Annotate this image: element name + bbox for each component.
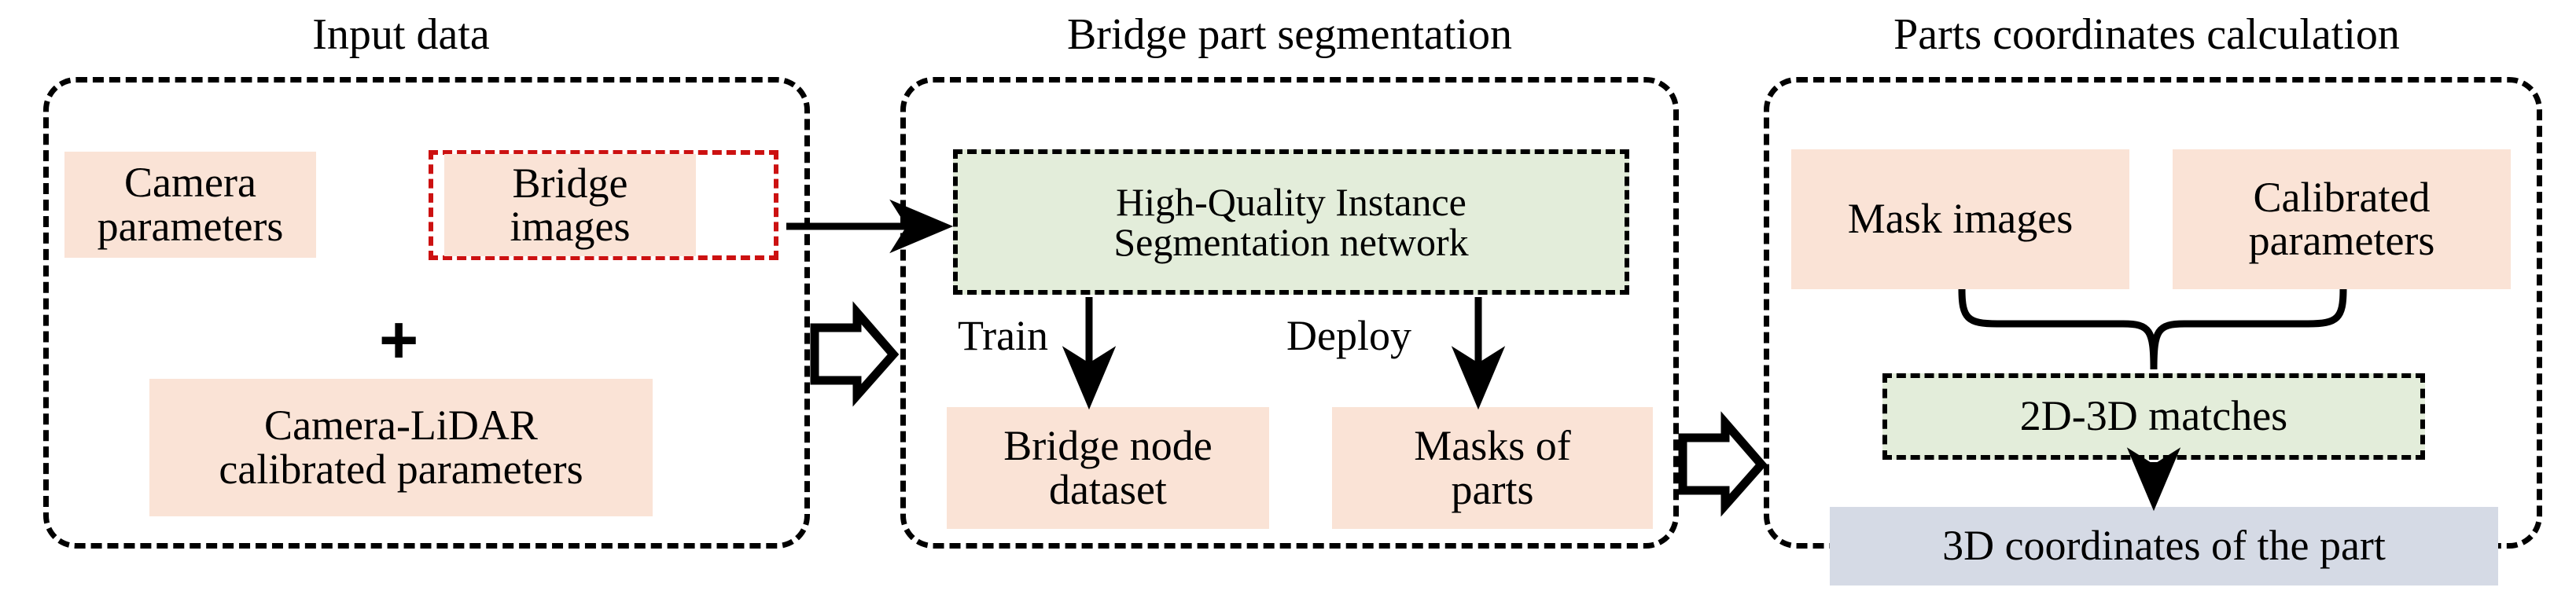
box-calibrated-parameters: Calibrated parameters: [2173, 149, 2511, 289]
panel-title-parts-coordinates-calculation: Parts coordinates calculation: [1893, 10, 2400, 59]
block-arrow-segmentation-to-coordinates: [1678, 411, 1768, 517]
box-camera-lidar-label: Camera-LiDAR calibrated parameters: [219, 402, 583, 493]
box-mask-images-label: Mask images: [1847, 195, 2074, 243]
box-calibrated-parameters-label: Calibrated parameters: [2248, 173, 2435, 264]
box-3d-coordinates-of-the-part: 3D coordinates of the part: [1830, 507, 2498, 585]
box-mask-images: Mask images: [1791, 149, 2129, 289]
box-network-label: High-Quality Instance Segmentation netwo…: [1113, 179, 1469, 264]
box-bridge-node-dataset-label: Bridge node dataset: [1003, 422, 1213, 513]
plus-operator: +: [379, 303, 419, 378]
box-3d-coordinates-label: 3D coordinates of the part: [1942, 522, 2386, 570]
block-arrow-input-to-segmentation: [810, 301, 900, 407]
box-hq-instance-segmentation-network: High-Quality Instance Segmentation netwo…: [953, 149, 1629, 295]
edge-label-train: Train: [958, 312, 1049, 359]
edge-label-deploy: Deploy: [1286, 312, 1411, 359]
box-bridge-node-dataset: Bridge node dataset: [947, 407, 1269, 529]
box-masks-of-parts: Masks of parts: [1332, 407, 1653, 529]
box-bridge-images-label: Bridge images: [510, 159, 631, 250]
box-2d-3d-matches-label: 2D-3D matches: [2019, 392, 2288, 440]
box-camera-parameters: Camera parameters: [64, 152, 316, 258]
box-camera-parameters-label: Camera parameters: [97, 159, 284, 250]
box-camera-lidar-calibrated-parameters: Camera-LiDAR calibrated parameters: [149, 379, 653, 516]
panel-parts-coordinates-calculation: [1764, 77, 2542, 549]
panel-title-input-data: Input data: [312, 10, 490, 59]
highlight-bridge-images: [429, 150, 778, 260]
box-2d-3d-matches: 2D-3D matches: [1882, 373, 2425, 460]
panel-title-bridge-part-segmentation: Bridge part segmentation: [1066, 10, 1513, 59]
box-masks-of-parts-label: Masks of parts: [1414, 422, 1571, 513]
box-bridge-images: Bridge images: [444, 154, 696, 256]
